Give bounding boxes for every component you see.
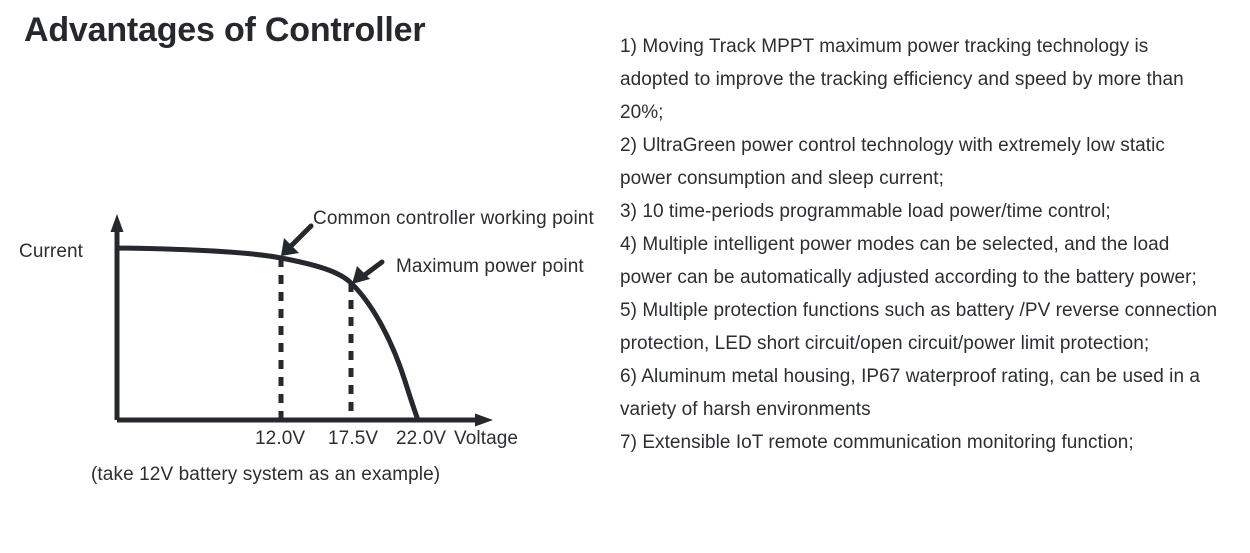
iv-curve-figure: Current Voltage 12.0V 17.5V 22.0V Common… (0, 0, 612, 553)
page-title: Advantages of Controller (24, 11, 426, 49)
arrow-maximum-power-point (352, 259, 385, 284)
x-tick-label-12v: 12.0V (255, 428, 306, 449)
iv-curve-path (114, 245, 421, 423)
list-item: 2) UltraGreen power control technology w… (620, 135, 1165, 189)
figure-caption: (take 12V battery system as an example) (91, 464, 441, 485)
y-axis (110, 214, 124, 420)
x-tick-label-17-5v: 17.5V (328, 428, 379, 449)
arrow-common-working-point (281, 223, 314, 256)
list-item: 7) Extensible IoT remote communication m… (620, 432, 1134, 453)
list-item: 3) 10 time-periods programmable load pow… (620, 201, 1111, 222)
annotation-maximum-power-point: Maximum power point (396, 256, 584, 277)
annotation-common-controller-working-point: Common controller working point (313, 208, 594, 229)
list-item: 4) Multiple intelligent power modes can … (620, 234, 1197, 288)
x-tick-label-22v: 22.0V (396, 428, 447, 449)
x-axis-label: Voltage (454, 428, 519, 449)
list-item: 6) Aluminum metal housing, IP67 waterpro… (620, 366, 1201, 420)
list-item: 5) Multiple protection functions such as… (620, 300, 1218, 354)
x-axis (117, 413, 493, 427)
y-axis-label: Current (19, 241, 84, 262)
advantages-list: 1) Moving Track MPPT maximum power track… (620, 30, 1220, 459)
iv-curve-chart (110, 214, 493, 427)
list-item: 1) Moving Track MPPT maximum power track… (620, 36, 1184, 123)
